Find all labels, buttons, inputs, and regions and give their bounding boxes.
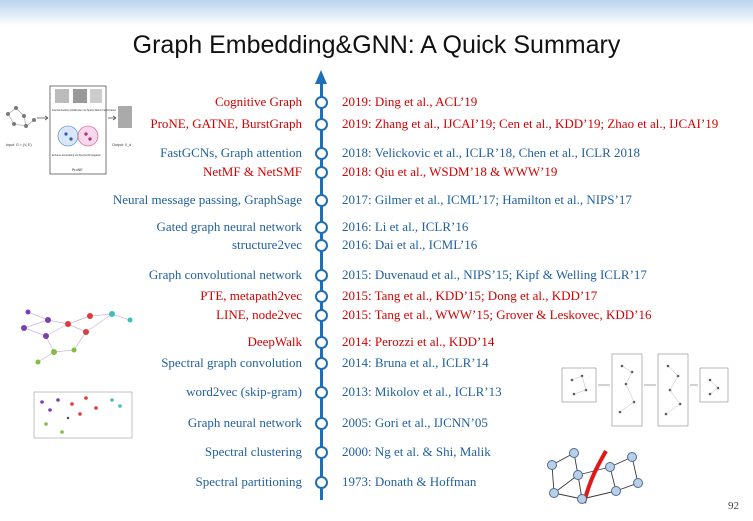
timeline-node <box>315 194 328 207</box>
prone-output-label: Output: X_d <box>112 143 131 147</box>
prone-figure: Input: G = (V, E) Fast Embedding Initial… <box>6 85 132 175</box>
timeline-node <box>315 386 328 399</box>
timeline-node <box>315 476 328 489</box>
reference-label: 2015: Tang et al., WWW’15; Grover & Lesk… <box>342 307 652 322</box>
reference-label: 2019: Ding et al., ACL’19 <box>342 94 478 109</box>
timeline-node <box>315 96 328 109</box>
method-label: Graph neural network <box>187 415 302 430</box>
reference-label: 2015: Duvenaud et al., NIPS’15; Kipf & W… <box>342 267 647 282</box>
method-label: NetMF & NetSMF <box>203 164 302 179</box>
timeline-arrowhead <box>315 70 327 84</box>
timeline-node <box>315 417 328 430</box>
neural-network-illustration <box>561 353 729 427</box>
prone-box-top-label: Fast Embedding Initialization via Sparse… <box>52 109 117 112</box>
reference-label: 2016: Li et al., ICLR’16 <box>342 219 469 234</box>
reference-label: 2005: Gori et al., IJCNN’05 <box>342 415 488 430</box>
reference-label: 2018: Velickovic et al., ICLR’18, Chen e… <box>342 145 640 160</box>
method-label: Spectral partitioning <box>195 474 302 489</box>
prone-input-label: Input: G = (V, E) <box>6 143 32 147</box>
method-label: Gated graph neural network <box>156 219 302 234</box>
timeline-node <box>315 336 328 349</box>
reference-label: 2014: Bruna et al., ICLR’14 <box>342 355 489 370</box>
method-label: Graph convolutional network <box>148 267 302 282</box>
graph-partition-illustration <box>547 448 643 504</box>
method-label: structure2vec <box>231 237 302 252</box>
slide-title: Graph Embedding&GNN: A Quick Summary <box>132 31 621 59</box>
reference-label: 2017: Gilmer et al., ICML’17; Hamilton e… <box>342 192 632 207</box>
method-label: PTE, metapath2vec <box>200 288 302 303</box>
reference-label: 2014: Perozzi et al., KDD’14 <box>342 334 495 349</box>
reference-label: 2015: Tang et al., KDD’15; Dong et al., … <box>342 288 598 303</box>
reference-label: 2019: Zhang et al., IJCAI’19; Cen et al.… <box>342 116 719 131</box>
method-label: Spectral graph convolution <box>161 355 302 370</box>
timeline-node <box>315 309 328 322</box>
timeline-node <box>315 446 328 459</box>
scatter-plot-illustration <box>33 391 133 439</box>
prone-box-bottom-label: Enhance Embedding via Spectral Propagati… <box>52 154 102 157</box>
timeline-node <box>315 147 328 160</box>
timeline-node <box>315 290 328 303</box>
method-label: word2vec (skip-gram) <box>186 384 302 399</box>
method-label: LINE, node2vec <box>216 307 302 322</box>
method-label: Spectral clustering <box>204 444 302 459</box>
timeline-node <box>315 269 328 282</box>
reference-label: 2000: Ng et al. & Shi, Malik <box>342 444 491 459</box>
method-label: FastGCNs, Graph attention <box>160 145 302 160</box>
reference-label: 2013: Mikolov et al., ICLR’13 <box>342 384 502 399</box>
top-banner <box>0 0 753 26</box>
method-label: Cognitive Graph <box>214 94 302 109</box>
method-label: DeepWalk <box>247 334 302 349</box>
reference-label: 2016: Dai et al., ICML’16 <box>342 237 478 252</box>
reference-label: 1973: Donath & Hoffman <box>342 474 477 489</box>
network-graph-illustration <box>21 309 133 365</box>
timeline-node <box>315 357 328 370</box>
method-label: ProNE, GATNE, BurstGraph <box>150 116 302 131</box>
timeline-node <box>315 166 328 179</box>
method-label: Neural message passing, GraphSage <box>112 192 302 207</box>
prone-caption: ProNE <box>72 168 83 172</box>
timeline-node <box>315 239 328 252</box>
timeline-node <box>315 118 328 131</box>
timeline-node <box>315 221 328 234</box>
reference-label: 2018: Qiu et al., WSDM’18 & WWW’19 <box>342 164 558 179</box>
page-number: 92 <box>728 500 739 512</box>
